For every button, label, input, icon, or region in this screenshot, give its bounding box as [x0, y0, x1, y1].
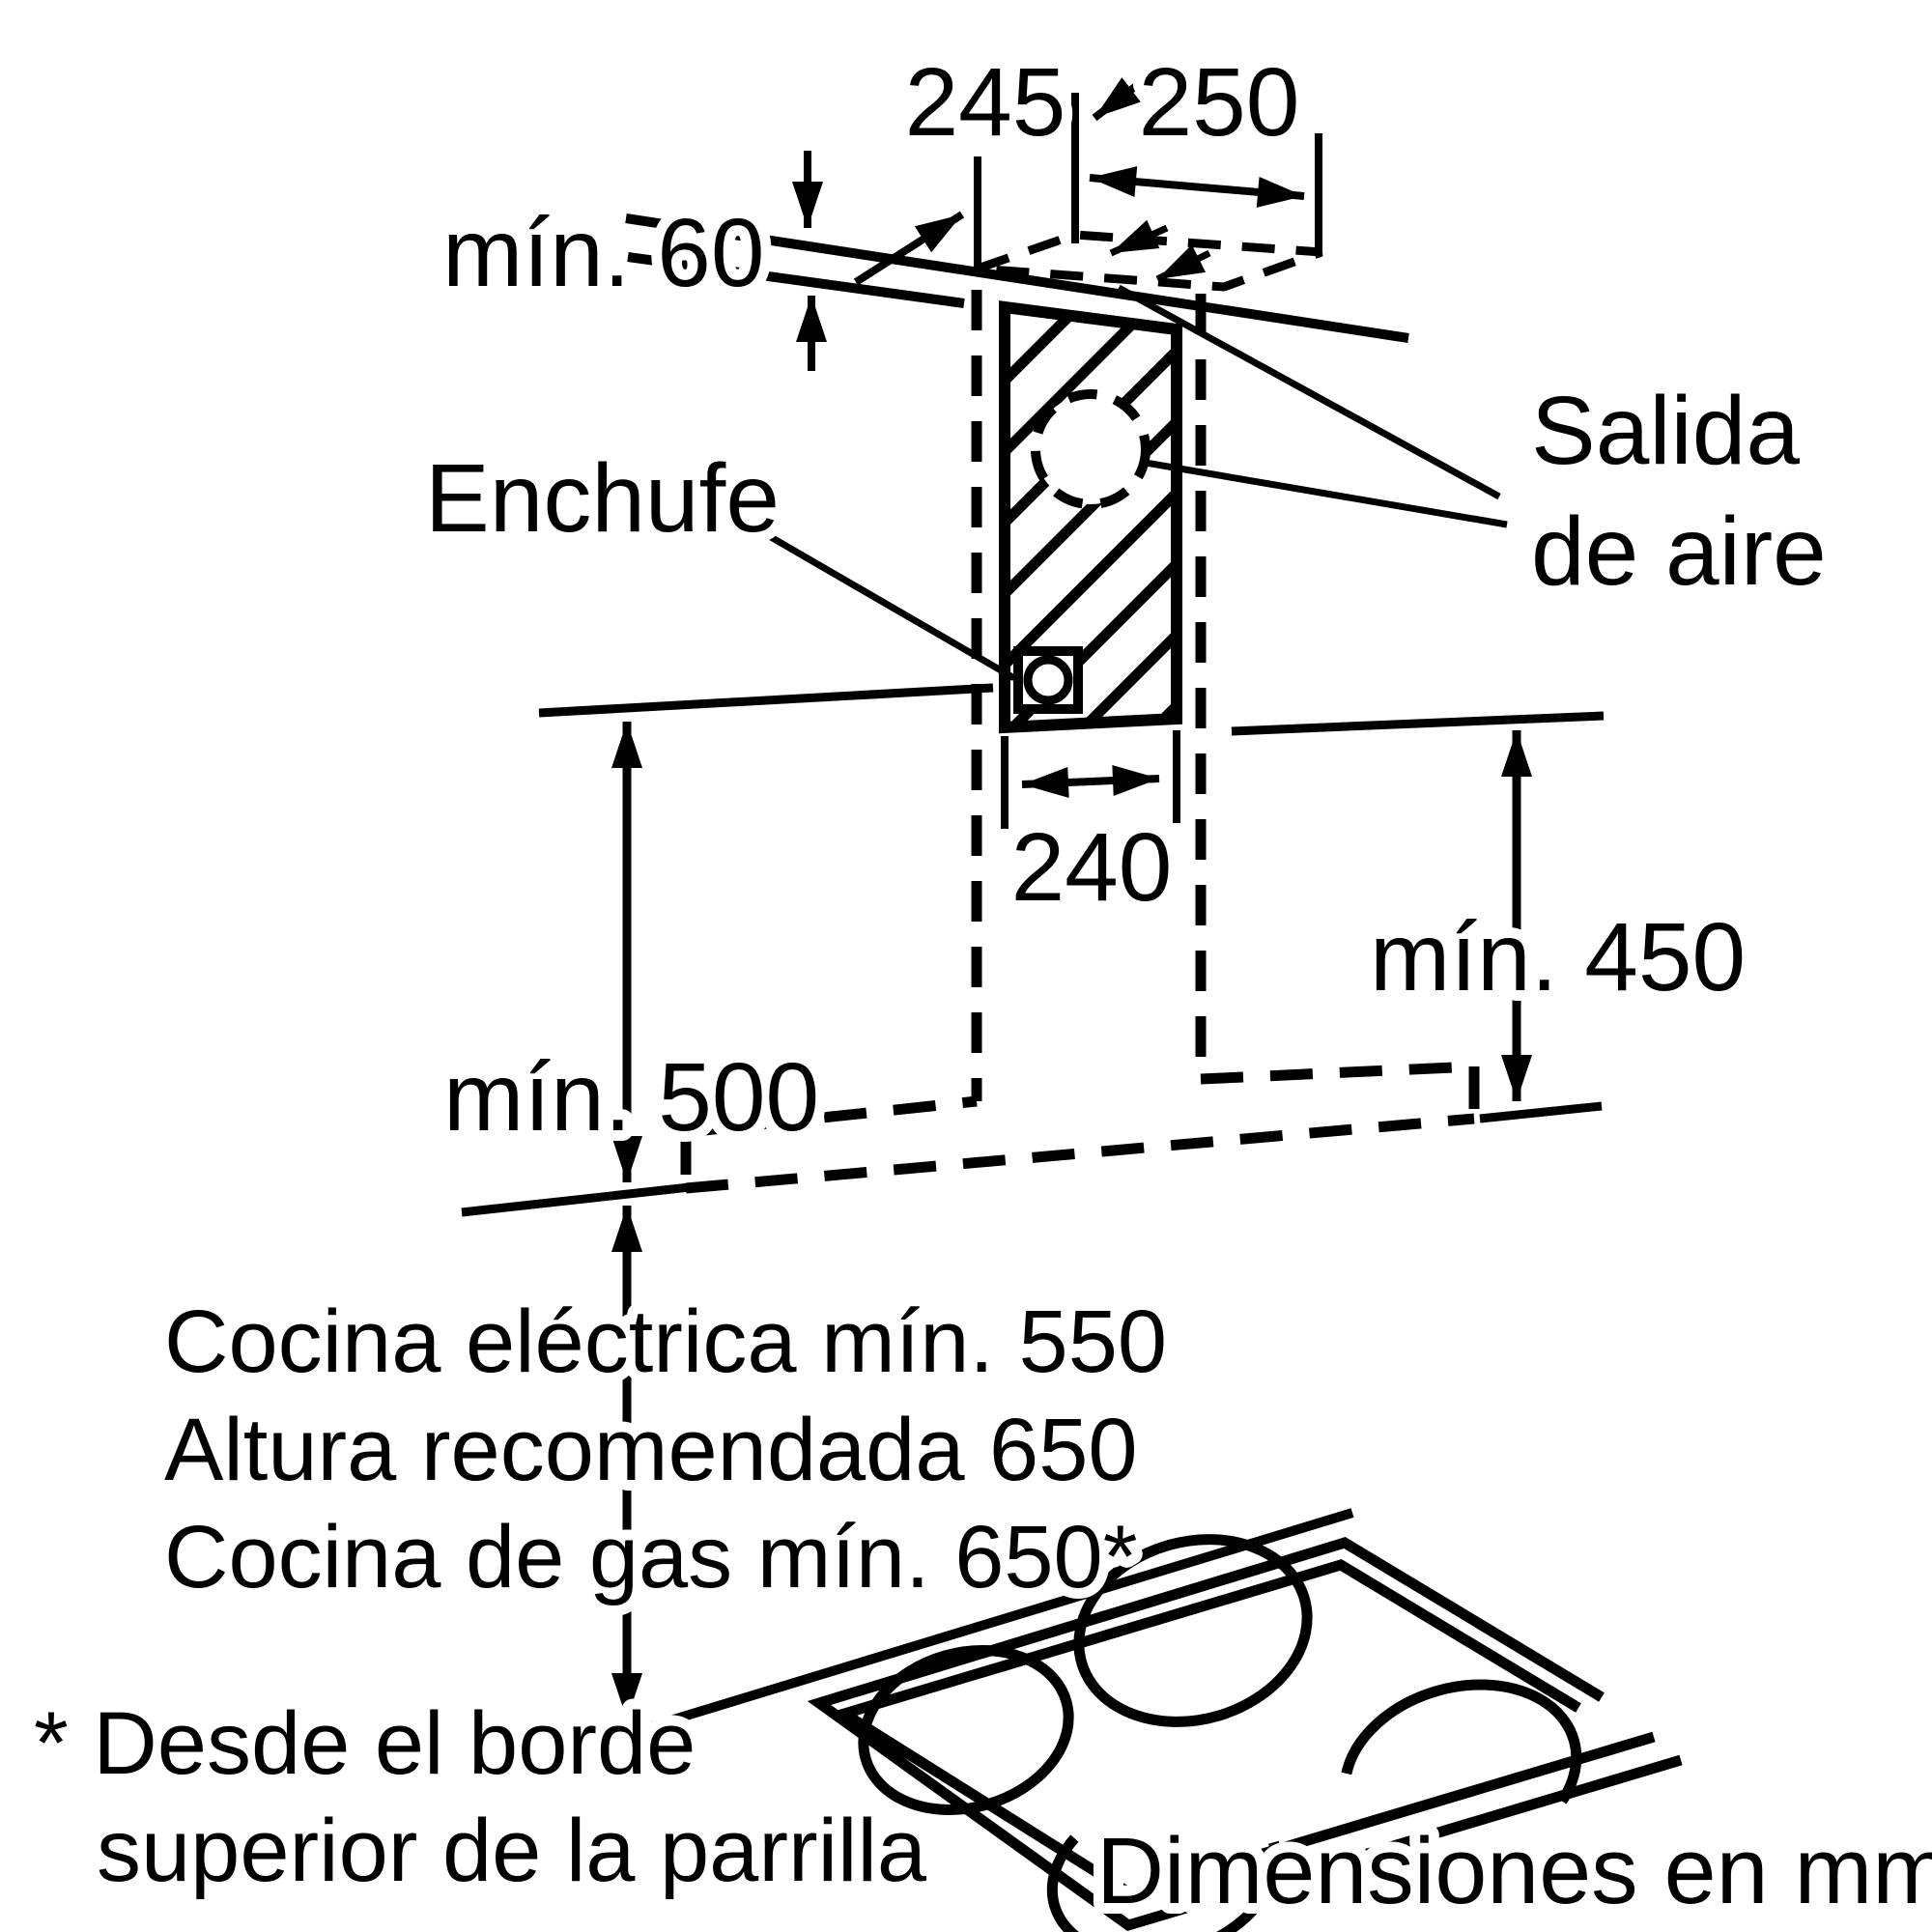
dim-245-label: 245: [905, 48, 1066, 156]
units-note: Dimensiones en mm: [1096, 1818, 1932, 1923]
wall-ceiling-lines: [625, 213, 1409, 343]
chimney-dashed-outline: [971, 290, 1207, 1101]
cooktop-inner-rim: [831, 1559, 1656, 1899]
hood-dashed-outline: [680, 1061, 1480, 1194]
dim-min500-label: mín. 500: [443, 1043, 819, 1151]
reference-lines: [461, 683, 1605, 1217]
plug-leader-line: [769, 533, 1016, 682]
note-gas-hob: Cocina de gas mín. 650*: [164, 1508, 1138, 1606]
note-electric-hob: Cocina eléctrica mín. 550: [164, 1293, 1167, 1391]
dim-min450-label: mín. 450: [1370, 903, 1746, 1011]
cooktop-outer-rim: [807, 1537, 1683, 1932]
chimney-width-dimension: [1001, 730, 1180, 829]
burner-back: [1073, 1534, 1313, 1727]
dim-240-label: 240: [1011, 813, 1173, 922]
footnote-line2: superior de la parrilla: [97, 1802, 927, 1900]
power-socket: [1013, 646, 1083, 714]
cooktop-drawing: [589, 1508, 1683, 1932]
plug-label: Enchufe: [425, 444, 780, 553]
duct-top-opening-dashed: [976, 219, 1323, 292]
top-dimension-lines: [853, 77, 1322, 286]
footnote-line1: * Desde el borde: [34, 1694, 696, 1793]
dim-250-label: 250: [1139, 48, 1300, 156]
ceiling-clearance-arrows: [792, 151, 827, 371]
air-outlet-label-line1: Salida: [1531, 377, 1800, 485]
dim-min60-label: mín. 60: [442, 199, 765, 307]
note-recommended-height: Altura recomendada 650: [164, 1401, 1138, 1499]
air-outlet-label-line2: de aire: [1531, 497, 1827, 606]
air-outlet-hole: [1031, 389, 1151, 509]
hatched-mounting-box: [999, 300, 1182, 734]
vertical-dimension-arrows: [611, 722, 1532, 1719]
countertop-line: [589, 1508, 1354, 1749]
burner-right-partial: [1339, 1679, 1582, 1866]
burner-left: [858, 1645, 1074, 1815]
